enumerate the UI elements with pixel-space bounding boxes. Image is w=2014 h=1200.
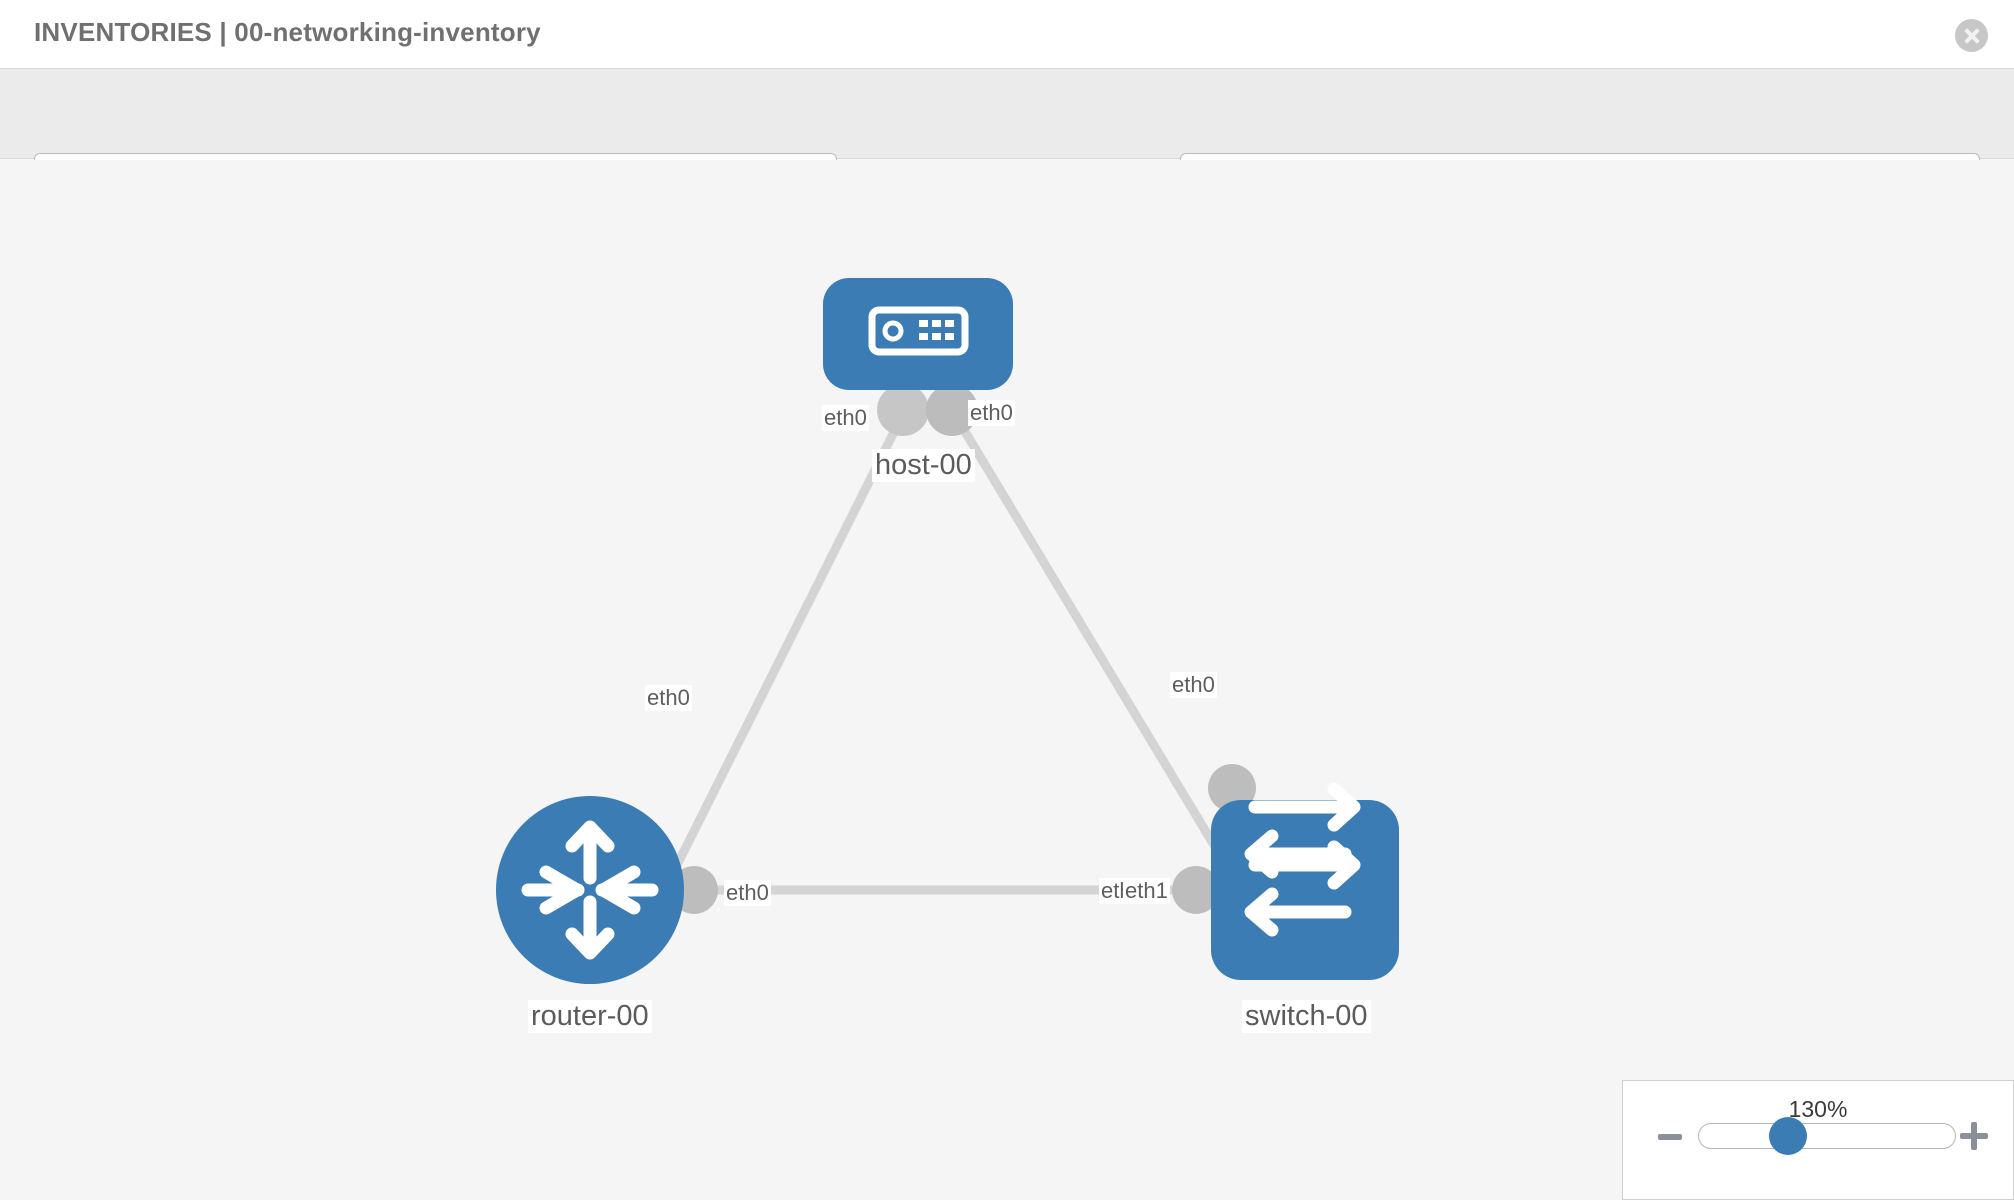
topology-graph — [496, 278, 1399, 984]
router-arrows-icon — [521, 820, 659, 960]
zoom-level-value: 130% — [1788, 1096, 1848, 1122]
topology-canvas[interactable]: eth0 eth0 eth0 eth0 eth0 eth1 eth0 host-… — [0, 160, 2014, 1200]
close-icon[interactable] — [1955, 19, 1988, 52]
node-label-switch-00: switch-00 — [1242, 1000, 1371, 1033]
toolbar: ACTIONS SEARCH — [0, 69, 2014, 205]
topology-edges — [657, 407, 1239, 898]
zoom-slider-handle[interactable] — [1769, 1117, 1807, 1155]
zoom-control-panel: 130% — [1622, 1080, 2014, 1200]
switch-arrows-icon-secondary — [1244, 782, 1361, 879]
edge-label: eth1 — [1123, 878, 1170, 904]
server-icon — [868, 306, 969, 356]
connector-host-right — [926, 384, 978, 436]
edge-label: eth0 — [724, 880, 771, 906]
node-host-00 — [823, 278, 1013, 390]
zoom-slider-track[interactable] — [1698, 1123, 1956, 1149]
node-label-host-00: host-00 — [872, 449, 975, 482]
node-switch-00 — [1211, 782, 1399, 980]
page-header: INVENTORIES | 00-networking-inventory — [0, 0, 2014, 69]
plus-icon[interactable] — [1960, 1122, 1988, 1150]
edge-label: eth0 — [822, 405, 869, 431]
link-host-switch — [948, 407, 1239, 883]
connector-switch-left — [1172, 866, 1220, 914]
connector-host-left — [877, 384, 929, 436]
edge-label: eth0 — [968, 400, 1015, 426]
node-label-router-00: router-00 — [528, 1000, 652, 1033]
minus-icon[interactable] — [1658, 1134, 1682, 1140]
edge-label: eth0 — [645, 685, 692, 711]
node-router-00 — [496, 796, 684, 984]
page-title: INVENTORIES | 00-networking-inventory — [34, 17, 541, 47]
link-host-router — [657, 407, 910, 898]
edge-label: eth0 — [1170, 672, 1217, 698]
